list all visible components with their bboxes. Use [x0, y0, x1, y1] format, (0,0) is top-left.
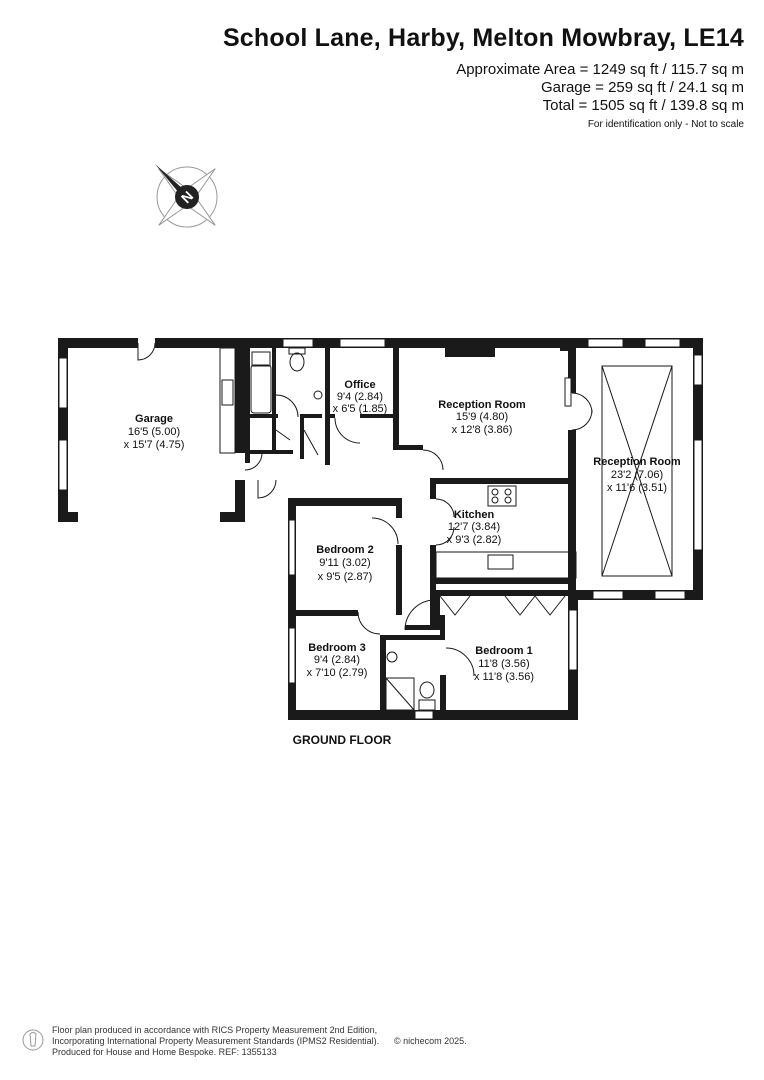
- kitchen-dim2: x 9'3 (2.82): [447, 534, 502, 546]
- header: School Lane, Harby, Melton Mowbray, LE14…: [223, 24, 744, 130]
- footer: Floor plan produced in accordance with R…: [52, 1025, 379, 1058]
- bedroom3-name: Bedroom 3: [308, 642, 365, 654]
- windows: [58, 338, 703, 720]
- total-area: Total = 1505 sq ft / 139.8 sq m: [542, 97, 744, 114]
- reception1-dim1: 15'9 (4.80): [456, 411, 508, 423]
- bedroom2-dim1: 9'11 (3.02): [319, 557, 370, 569]
- approximate-area: Approximate Area = 1249 sq ft / 115.7 sq…: [456, 61, 744, 78]
- disclaimer: For identification only - Not to scale: [587, 119, 744, 130]
- footer-line-1: Floor plan produced in accordance with R…: [52, 1025, 378, 1035]
- bedroom1-name: Bedroom 1: [475, 645, 532, 657]
- office-dim2: x 6'5 (1.85): [333, 403, 388, 415]
- footer-line-2: Incorporating International Property Mea…: [52, 1036, 380, 1046]
- garage-dim2: x 15'7 (4.75): [124, 439, 185, 451]
- bedroom3-dim2: x 7'10 (2.79): [307, 667, 368, 679]
- bedroom3-dim1: 9'4 (2.84): [314, 654, 360, 666]
- office-dim1: 9'4 (2.84): [337, 391, 383, 403]
- reception2-dim2: x 11'6 (3.51): [607, 482, 667, 494]
- bedroom2-dim2: x 9'5 (2.87): [318, 571, 373, 583]
- rics-logo-icon: [22, 1029, 44, 1051]
- floor-label: GROUND FLOOR: [293, 733, 392, 747]
- doors: [137, 342, 593, 677]
- garage-name: Garage: [135, 413, 173, 425]
- bedroom2-name: Bedroom 2: [316, 544, 373, 556]
- bedroom1-dim1: 11'8 (3.56): [478, 658, 529, 670]
- bedroom1-dim2: x 11'8 (3.56): [474, 671, 534, 683]
- kitchen-dim1: 12'7 (3.84): [448, 521, 500, 533]
- property-address: School Lane, Harby, Melton Mowbray, LE14: [222, 24, 744, 52]
- compass-north-icon: N: [155, 164, 218, 228]
- room-labels: Garage 16'5 (5.00) x 15'7 (4.75) Office …: [124, 379, 681, 683]
- office-name: Office: [344, 379, 375, 391]
- reception2-dim1: 23'2 (7.06): [611, 469, 663, 481]
- garage-dim1: 16'5 (5.00): [128, 426, 180, 438]
- reception1-dim2: x 12'8 (3.86): [452, 424, 513, 436]
- fixtures: [219, 347, 577, 711]
- roof-lantern: [601, 365, 673, 577]
- copyright: © nichecom 2025.: [394, 1036, 467, 1046]
- footer-line-3: Produced for House and Home Bespoke. REF…: [52, 1047, 277, 1057]
- kitchen-name: Kitchen: [454, 509, 495, 521]
- garage-area: Garage = 259 sq ft / 24.1 sq m: [540, 79, 744, 96]
- reception2-name: Reception Room: [593, 456, 681, 468]
- reception1-name: Reception Room: [438, 399, 526, 411]
